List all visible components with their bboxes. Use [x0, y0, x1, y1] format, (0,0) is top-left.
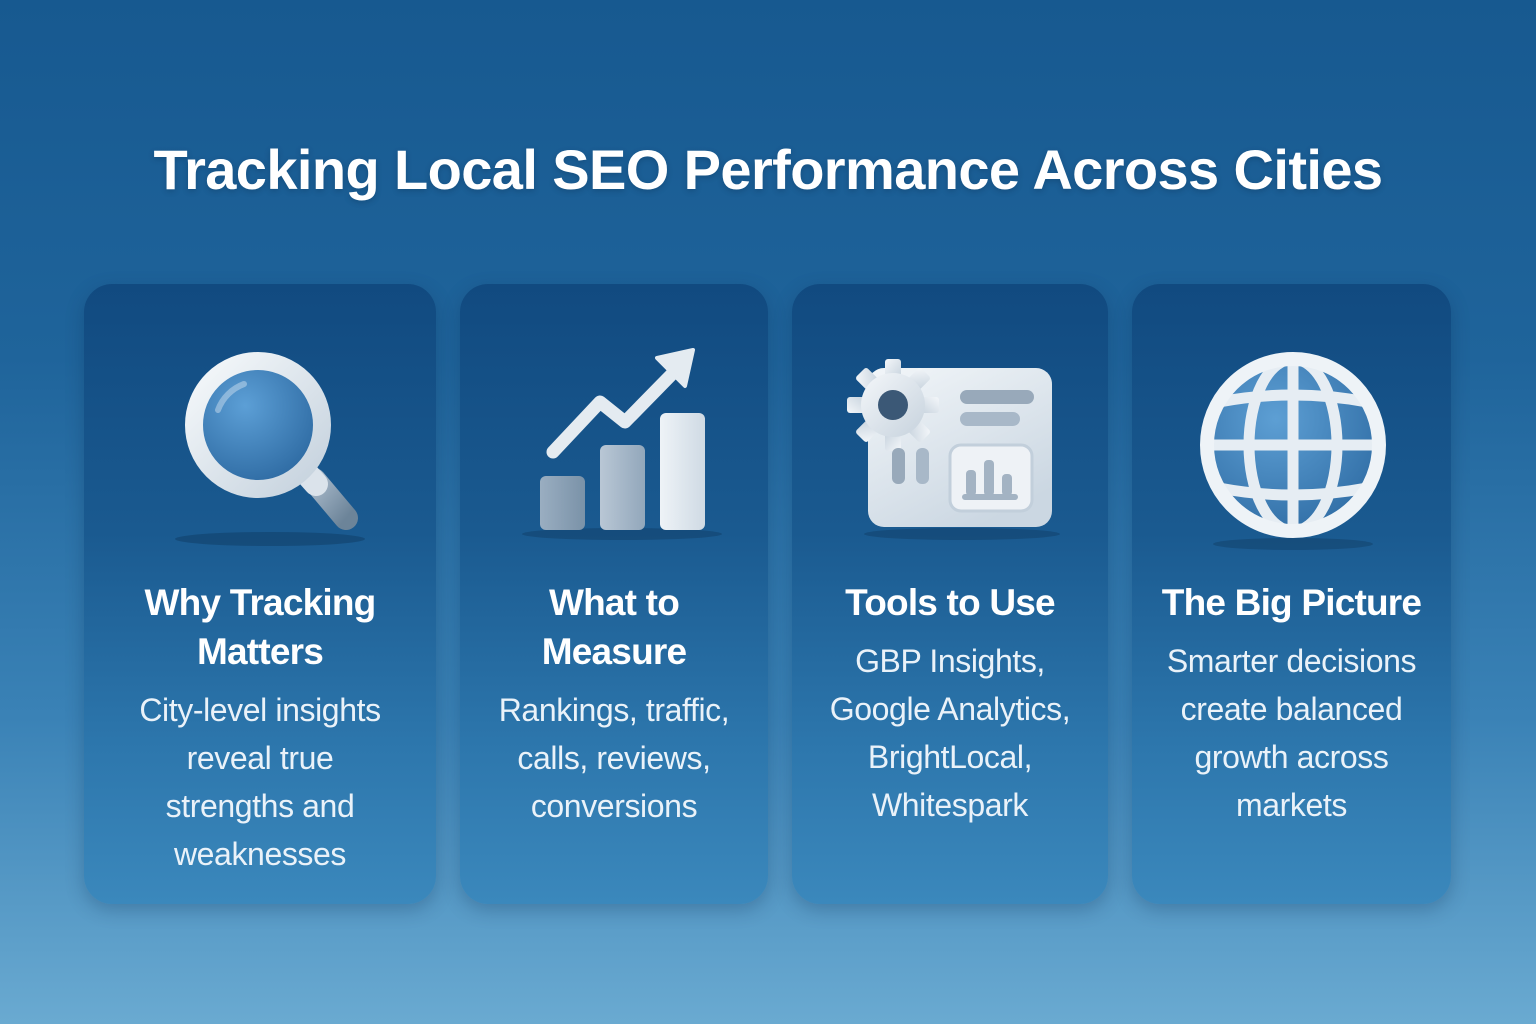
card-body: City-level insights reveal true strength…: [84, 686, 436, 878]
card-text: Tools to Use GBP Insights, Google Analyt…: [792, 578, 1108, 829]
growth-chart-icon: [522, 348, 722, 540]
magnifying-glass-icon: [175, 352, 365, 546]
card-text: Why Tracking Matters City-level insights…: [84, 578, 436, 878]
card-body: Smarter decisions create balanced growth…: [1132, 637, 1451, 829]
card-body-line: conversions: [530, 788, 698, 824]
card-body-line: create balanced: [1180, 691, 1403, 727]
card-heading-line: Why Tracking: [144, 582, 377, 623]
card-heading: Why Tracking Matters: [84, 578, 436, 676]
card-body-line: Rankings, traffic,: [498, 692, 730, 728]
card-body-line: Google Analytics,: [829, 691, 1071, 727]
card-text: The Big Picture Smarter decisions create…: [1132, 578, 1451, 829]
card-body: GBP Insights, Google Analytics, BrightLo…: [792, 637, 1108, 829]
card-the-big-picture: The Big Picture Smarter decisions create…: [1132, 284, 1451, 904]
card-heading: Tools to Use: [792, 578, 1108, 627]
card-body-line: markets: [1236, 787, 1347, 823]
card-heading-line: Tools to Use: [845, 582, 1055, 623]
card-heading-line: What to: [548, 582, 680, 623]
card-what-to-measure: What to Measure Rankings, traffic, calls…: [460, 284, 768, 904]
card-heading: What to Measure: [460, 578, 768, 676]
gear-icon: [847, 359, 939, 451]
card-heading-line: Measure: [541, 631, 687, 672]
card-body-line: BrightLocal,: [867, 739, 1033, 775]
card-text: What to Measure Rankings, traffic, calls…: [460, 578, 768, 830]
card-heading-line: Matters: [197, 631, 324, 672]
card-body-line: weaknesses: [173, 836, 347, 872]
card-body: Rankings, traffic, calls, reviews, conve…: [460, 686, 768, 830]
card-tools-to-use: Tools to Use GBP Insights, Google Analyt…: [792, 284, 1108, 904]
card-why-tracking-matters: Why Tracking Matters City-level insights…: [84, 284, 436, 904]
card-body-line: reveal true: [186, 740, 334, 776]
card-body-line: GBP Insights,: [855, 643, 1045, 679]
card-heading: The Big Picture: [1132, 578, 1451, 627]
settings-dashboard-icon: [847, 359, 1060, 540]
card-body-line: growth across: [1194, 739, 1389, 775]
card-heading-line: The Big Picture: [1161, 582, 1422, 623]
card-body-line: Whitespark: [871, 787, 1029, 823]
globe-icon: [1199, 352, 1386, 550]
card-body-line: calls, reviews,: [517, 740, 711, 776]
card-body-line: strengths and: [165, 788, 355, 824]
card-body-line: City-level insights: [139, 692, 381, 728]
card-body-line: Smarter decisions: [1166, 643, 1417, 679]
page-title: Tracking Local SEO Performance Across Ci…: [153, 138, 1384, 201]
